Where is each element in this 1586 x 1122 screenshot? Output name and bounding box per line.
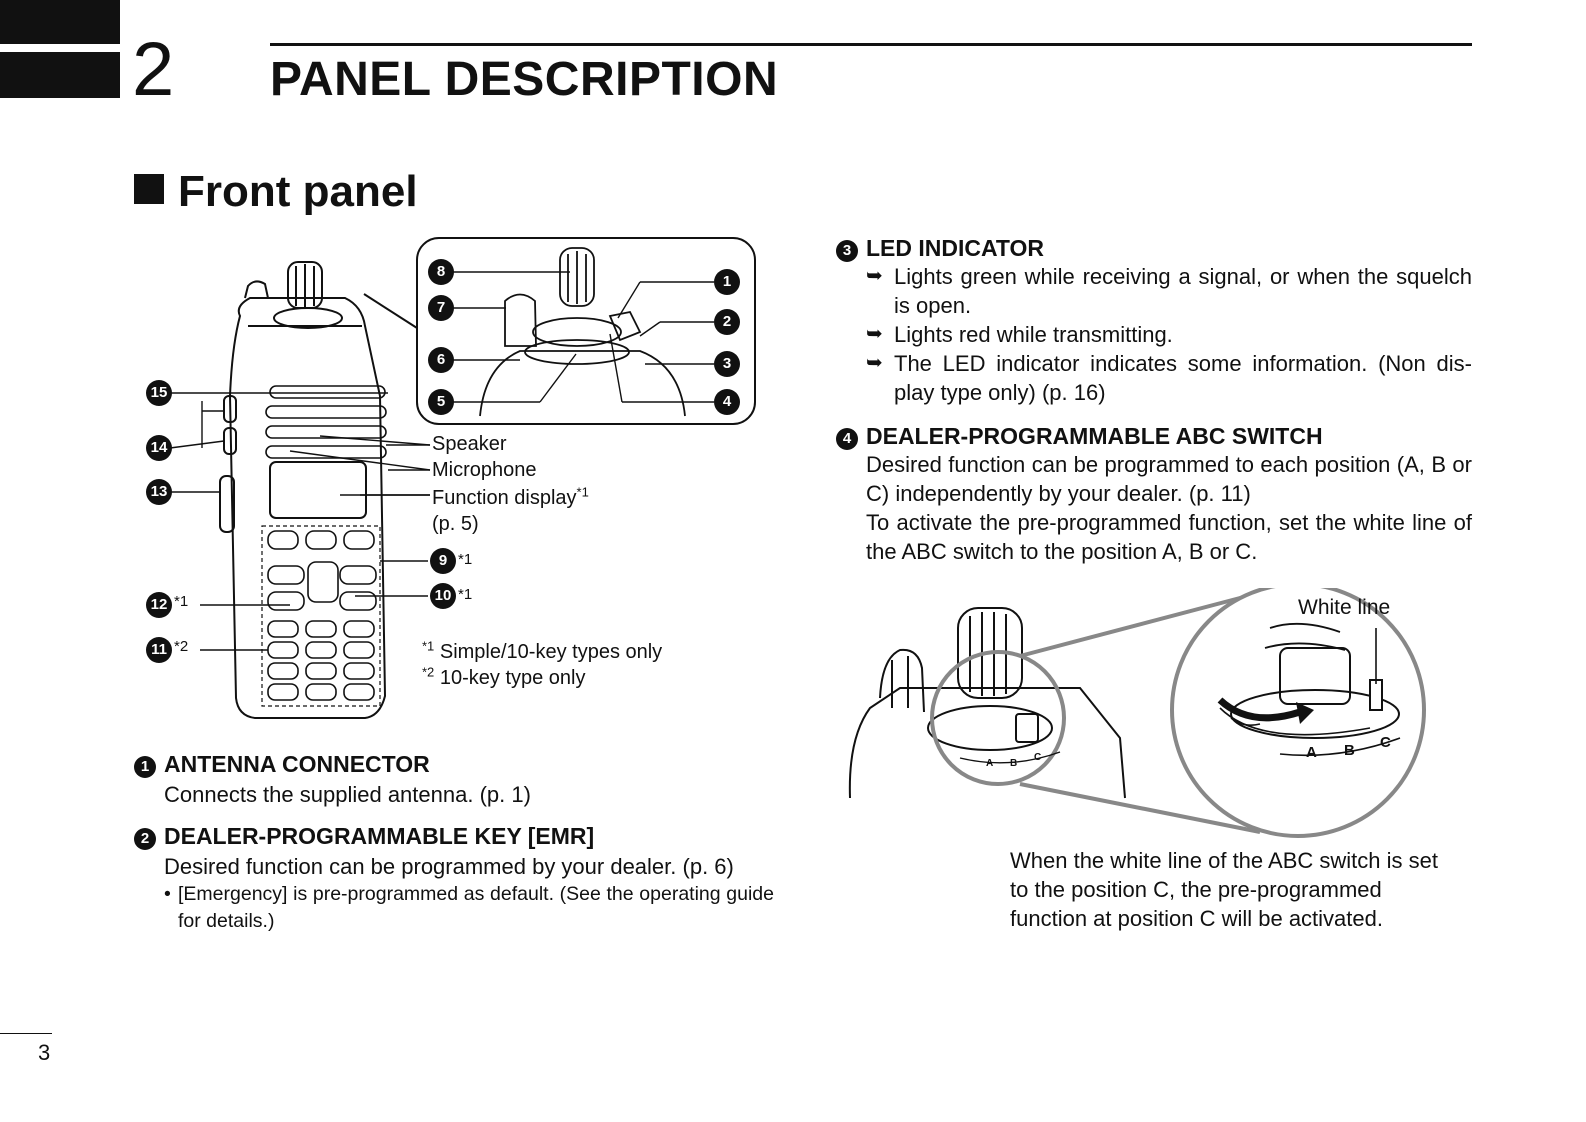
item-led-number: 3 bbox=[836, 240, 858, 262]
header-rule bbox=[270, 43, 1472, 46]
footnote-1: *1 Simple/10-key types only bbox=[422, 638, 663, 664]
arrow-right-icon: ➥ bbox=[866, 265, 883, 287]
small-letter-a: A bbox=[986, 758, 994, 769]
item-led-bullet-1-text: Lights green while receiving a signal, o… bbox=[894, 264, 1472, 318]
page-number: 3 bbox=[38, 1040, 51, 1065]
big-letter-b: B bbox=[1344, 742, 1355, 759]
chapter-tab-bar-bottom bbox=[0, 52, 120, 98]
item-abc-number: 4 bbox=[836, 428, 858, 450]
label-microphone: Microphone bbox=[432, 459, 537, 481]
radio-illustration bbox=[169, 237, 756, 719]
item-led-bullet-3-text: The LED indicator indicates some informa… bbox=[894, 351, 1472, 405]
callout-3: 3 bbox=[714, 351, 740, 377]
callout-11-note: *2 bbox=[174, 638, 189, 655]
big-letter-a: A bbox=[1306, 744, 1317, 761]
item-led-bullet-1: ➥ Lights green while receiving a signal,… bbox=[866, 262, 1472, 320]
arrow-right-icon: ➥ bbox=[866, 323, 883, 345]
arrow-right-icon: ➥ bbox=[866, 352, 883, 374]
item-led-indicator: 3 LED INDICATOR ➥ Lights green while rece… bbox=[836, 234, 1472, 407]
footnote-1-text: Simple/10-key types only bbox=[439, 641, 663, 663]
item-led-bullet-2-text: Lights red while transmitting. bbox=[894, 322, 1173, 347]
callout-9: 9 bbox=[430, 548, 456, 574]
item-led-title: 3 LED INDICATOR bbox=[836, 234, 1472, 262]
label-function-display: Function display*1 bbox=[432, 484, 589, 510]
small-letter-c: C bbox=[1034, 752, 1042, 763]
item-antenna-title-text: ANTENNA CONNECTOR bbox=[164, 751, 430, 777]
chapter-number: 2 bbox=[132, 27, 175, 112]
white-line-label: White line bbox=[1298, 596, 1391, 619]
item-emr-text: Desired function can be programmed by yo… bbox=[164, 854, 734, 879]
item-emr-title: 2 DEALER-PROGRAMMABLE KEY [EMR] bbox=[134, 822, 784, 850]
callout-8: 8 bbox=[428, 259, 454, 285]
item-abc-title: 4 DEALER-PROGRAMMABLE ABC SWITCH bbox=[836, 422, 1472, 450]
item-antenna-title: 1 ANTENNA CONNECTOR bbox=[134, 750, 784, 778]
item-emr-title-text: DEALER-PROGRAMMABLE KEY [EMR] bbox=[164, 823, 595, 849]
abc-switch-illustration bbox=[848, 588, 1426, 838]
footnote-2: *2 10-key type only bbox=[422, 664, 586, 690]
callout-14: 14 bbox=[146, 435, 172, 461]
abc-switch-diagram: White line A B C A B C bbox=[840, 588, 1470, 838]
item-antenna-connector: 1 ANTENNA CONNECTOR Connects the supplied… bbox=[134, 750, 784, 809]
callout-12: 12 bbox=[146, 592, 172, 618]
item-abc-text-1: Desired function can be programmed to ea… bbox=[866, 452, 1472, 506]
callout-11: 11 bbox=[146, 637, 172, 663]
callout-10: 10 bbox=[430, 583, 456, 609]
chapter-title: PANEL DESCRIPTION bbox=[270, 53, 779, 106]
item-emr-bullet: • [Emergency] is pre-programmed as defau… bbox=[164, 881, 774, 935]
callout-7: 7 bbox=[428, 295, 454, 321]
abc-diagram-caption: When the white line of the ABC switch is… bbox=[1010, 848, 1438, 931]
section-title-text: Front panel bbox=[178, 167, 418, 216]
item-antenna-number: 1 bbox=[134, 756, 156, 778]
item-antenna-text: Connects the supplied antenna. (p. 1) bbox=[164, 782, 531, 807]
callout-6: 6 bbox=[428, 347, 454, 373]
callout-13: 13 bbox=[146, 479, 172, 505]
callout-2: 2 bbox=[714, 309, 740, 335]
small-letter-b: B bbox=[1010, 758, 1018, 769]
footer-rule bbox=[0, 1033, 52, 1034]
item-emr-key: 2 DEALER-PROGRAMMABLE KEY [EMR] Desired f… bbox=[134, 822, 784, 935]
section-square-icon bbox=[134, 174, 164, 204]
bullet-dot-icon: • bbox=[164, 883, 171, 905]
label-speaker: Speaker bbox=[432, 433, 507, 455]
footnote-2-text: 10-key type only bbox=[439, 667, 586, 689]
item-emr-number: 2 bbox=[134, 828, 156, 850]
item-abc-title-text: DEALER-PROGRAMMABLE ABC SWITCH bbox=[866, 423, 1323, 449]
item-emr-bullet-text: [Emergency] is pre-programmed as default… bbox=[178, 883, 774, 932]
footnote-1-mark: *1 bbox=[422, 638, 435, 654]
callout-10-note: *1 bbox=[458, 586, 473, 603]
chapter-tab-bar-top bbox=[0, 0, 120, 44]
item-led-bullet-3: ➥ The LED indicator indicates some infor… bbox=[866, 349, 1472, 407]
label-function-display-note: *1 bbox=[576, 484, 589, 500]
item-abc-switch: 4 DEALER-PROGRAMMABLE ABC SWITCH Desired … bbox=[836, 422, 1472, 566]
item-abc-text-2: To activate the pre-programmed function,… bbox=[866, 510, 1472, 564]
radio-front-diagram: 15 14 13 12 11 9 10 8 7 6 5 1 2 3 4 *1 *… bbox=[140, 236, 760, 726]
item-led-bullet-2: ➥ Lights red while transmitting. bbox=[866, 320, 1472, 349]
callout-15: 15 bbox=[146, 380, 172, 406]
footnote-2-mark: *2 bbox=[422, 664, 435, 680]
section-title: Front panel bbox=[134, 166, 418, 218]
label-function-display-text: Function display bbox=[432, 487, 577, 509]
callout-1: 1 bbox=[714, 269, 740, 295]
big-letter-c: C bbox=[1380, 734, 1391, 751]
callout-12-note: *1 bbox=[174, 593, 189, 610]
label-function-display-page: (p. 5) bbox=[432, 513, 479, 535]
callout-4: 4 bbox=[714, 389, 740, 415]
item-led-title-text: LED INDICATOR bbox=[866, 235, 1045, 261]
callout-9-note: *1 bbox=[458, 551, 473, 568]
callout-5: 5 bbox=[428, 389, 454, 415]
